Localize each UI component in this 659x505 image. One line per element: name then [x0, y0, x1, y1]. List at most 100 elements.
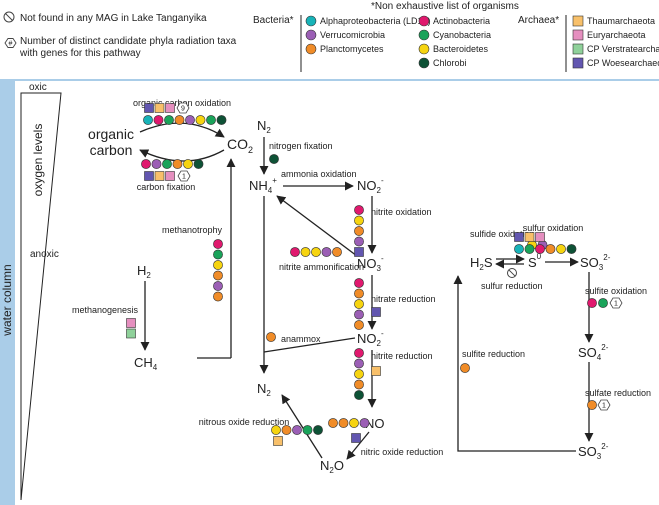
chlorobi-marker: [354, 390, 364, 400]
n2-bottom-label: N2: [257, 381, 271, 398]
plancto-marker: [328, 418, 338, 428]
alpha-marker: [514, 244, 524, 254]
bactero-marker: [195, 115, 206, 125]
actino-marker: [535, 244, 545, 254]
s0-label: S0: [528, 252, 542, 270]
legend-bacteria-item: Verrucomicrobia: [305, 29, 385, 41]
bactero-marker: [213, 260, 223, 270]
legend-bacteria-item: Cyanobacteria: [418, 29, 491, 41]
legend-archaea-name: CP Woesearchaeota: [587, 58, 659, 68]
legend-archaea-swatch: [572, 15, 584, 27]
oxidation-arrow: [139, 122, 225, 138]
woese-marker: [354, 247, 364, 257]
legend-archaea-item: CP Verstratearchaeota: [572, 43, 659, 55]
eury-marker: [165, 103, 175, 113]
organic-carbon-label-line2: carbon: [90, 142, 133, 158]
cyano-marker: [206, 115, 216, 125]
h2s-label: H2S: [470, 255, 493, 272]
water-column-axis: water column oxic oxygen levels anoxic: [0, 79, 659, 505]
water-column-label: water column: [0, 264, 14, 336]
legend-bacteria-name: Actinobacteria: [433, 16, 490, 26]
bactero-marker: [300, 247, 311, 257]
plancto-marker: [338, 418, 349, 428]
cpr-count-badge: 1: [609, 297, 623, 309]
legend-archaea-item: CP Woesearchaeota: [572, 57, 659, 69]
bactero-marker: [354, 299, 364, 309]
cpr-count-icon: #: [4, 38, 17, 48]
verruco-marker: [321, 247, 332, 257]
thaum-marker: [154, 103, 165, 113]
legend: Not found in any MAG in Lake Tanganyika …: [3, 1, 659, 72]
verruco-marker: [354, 309, 364, 320]
chlorobi-marker: [193, 159, 204, 169]
woese-marker: [144, 103, 154, 113]
legend-bacteria-swatch: [305, 29, 317, 41]
plancto-marker: [174, 115, 185, 125]
cyano-marker: [162, 159, 172, 169]
chlorobi-marker: [216, 115, 227, 125]
cyano-marker: [524, 244, 535, 254]
no3-label: NO3-: [357, 254, 384, 273]
alpha-marker: [143, 115, 153, 125]
not-found-icon: [3, 11, 15, 23]
eury-marker: [165, 171, 175, 181]
eury-marker: [535, 232, 545, 242]
legend-not-found-text: Not found in any MAG in Lake Tanganyika: [20, 13, 207, 24]
cyano-marker: [213, 249, 223, 260]
cpr-count-symbol: #: [9, 41, 13, 48]
no2-top-label: NO2-: [357, 176, 384, 195]
nitrous-oxide-reduction-label: nitrous oxide reduction: [199, 417, 290, 427]
legend-bacteria-name: Alphaproteobacteria (LD12): [320, 16, 431, 26]
methanogenesis-label: methanogenesis: [72, 305, 139, 315]
actino-marker: [354, 348, 364, 358]
legend-bacteria-swatch: [418, 57, 430, 69]
actino-marker: [354, 205, 364, 215]
legend-bacteria-name: Chlorobi: [433, 58, 467, 68]
cyano-marker: [598, 298, 608, 308]
anammox-line: [263, 337, 356, 353]
verruco-marker: [151, 159, 162, 169]
oxygen-gradient-triangle: [20, 92, 62, 501]
nitrous-oxide-reduction-arrow: [281, 394, 323, 459]
nitric-oxide-reduction-arrow: [346, 431, 370, 460]
cpr-count-value: 1: [182, 174, 186, 181]
n2-top-label: N2: [257, 118, 271, 135]
fixation-arrow: [139, 149, 225, 162]
bactero-marker: [183, 159, 193, 169]
carbon-fixation-label: carbon fixation: [137, 182, 196, 192]
nitrite-reduction-label: nitrite reduction: [371, 351, 433, 361]
legend-bacteria-item: Chlorobi: [418, 57, 467, 69]
legend-archaea-item: Thaumarchaeota: [572, 15, 655, 27]
legend-bacteria-name: Verrucomicrobia: [320, 30, 385, 40]
woese-marker: [514, 232, 524, 242]
sulfite-reduction-arrow: [453, 275, 576, 452]
cyano-marker: [302, 425, 313, 435]
actino-marker: [153, 115, 164, 125]
legend-cpr-line2: with genes for this pathway: [19, 48, 141, 59]
legend-bacteria-swatch: [305, 43, 317, 55]
actino-marker: [587, 298, 597, 308]
ammonia-oxidation-label: ammonia oxidation: [281, 169, 357, 179]
co2-label: CO2: [227, 136, 253, 155]
legend-bacteria-item: Actinobacteria: [418, 15, 490, 27]
oxygen-levels-label: oxygen levels: [31, 124, 45, 197]
legend-bacteria-name: Bacteroidetes: [433, 44, 489, 54]
plancto-marker: [332, 247, 342, 257]
nitrate-reduction-label: nitrate reduction: [371, 294, 436, 304]
chlorobi-marker: [269, 154, 279, 164]
plancto-marker: [266, 332, 276, 342]
legend-bacteria-header: Bacteria*: [253, 15, 294, 26]
woese-marker: [371, 307, 381, 317]
legend-archaea-name: CP Verstratearchaeota: [587, 44, 659, 54]
oxic-label: oxic: [29, 82, 47, 93]
legend-archaea-swatch: [572, 43, 584, 55]
n2o-label: N2O: [320, 458, 344, 475]
no-label: NO: [365, 416, 385, 431]
nitrite-ammonification-arrow: [276, 195, 358, 257]
legend-bacteria-name: Cyanobacteria: [433, 30, 491, 40]
chlorobi-marker: [313, 425, 323, 435]
sulfur-reduction-not-found-icon: [507, 268, 517, 278]
sulfate-reduction-label: sulfate reduction: [585, 388, 651, 398]
